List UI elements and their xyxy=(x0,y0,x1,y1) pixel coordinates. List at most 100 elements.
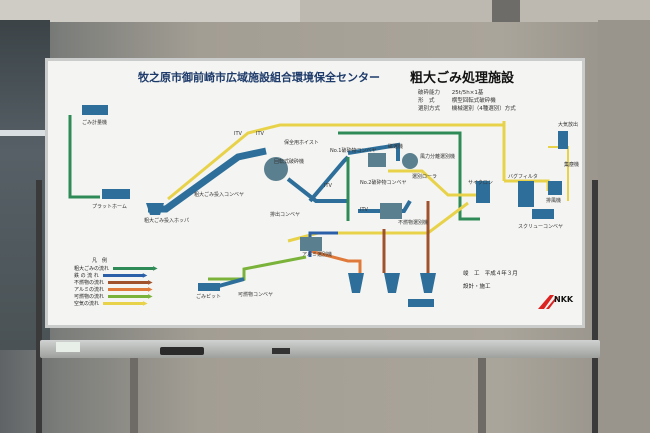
aluminum-bunker-icon xyxy=(348,273,364,293)
process-flow-diagram xyxy=(68,105,569,307)
conveyor-link xyxy=(358,199,412,213)
steel-bunker-icon xyxy=(420,273,436,293)
aluminum-flow-line xyxy=(309,249,362,273)
arrow-icon: ▶ xyxy=(147,285,153,293)
truck-icon xyxy=(102,189,130,199)
ceiling-panel xyxy=(0,0,300,22)
magnet-icon xyxy=(368,153,386,167)
easel-leg-left xyxy=(36,180,42,433)
label-magnet: 磁選機 xyxy=(388,144,404,150)
label-itv: ITV xyxy=(234,131,242,137)
label-discharge-conveyor: 排出コンベヤ xyxy=(270,212,301,218)
easel-leg-right xyxy=(592,180,598,433)
label-dust-hopper: 集塵機 xyxy=(564,162,580,168)
legend-item: 可燃物の流れ ▶ xyxy=(74,292,153,300)
label-itv: ITV xyxy=(256,131,264,137)
label-aluminum-sorter: アルミ選別機 xyxy=(302,252,332,258)
spec-row: 形 式 横型回転式破砕機 xyxy=(418,98,496,104)
label-bag-filter: バグフィルタ xyxy=(508,174,538,180)
legend-swatch xyxy=(107,288,148,291)
spec-row: 選別方式 機械選別（4種選別）方式 xyxy=(418,106,516,112)
tray-sticker xyxy=(56,342,80,352)
label-cyclone: サイクロン xyxy=(468,180,493,186)
air-flow-branch xyxy=(502,121,550,191)
label-wind-sorter: 風力分離選別機 xyxy=(420,154,456,160)
wall-column xyxy=(598,20,650,433)
aluminum-sorter-icon xyxy=(300,237,322,251)
air-flow-line xyxy=(167,123,506,201)
completion-row: 竣 工 平成４年３月 xyxy=(463,271,518,277)
legend-item: 鉄 の 流 れ ▶ xyxy=(74,271,148,279)
nonburn-bunker-icon xyxy=(384,273,400,293)
marker-tray xyxy=(40,340,600,358)
process-diagram-board: 牧之原市御前崎市広域施設組合環境保全センター 粗大ごみ処理施設 破砕能力 25t… xyxy=(45,58,585,328)
discharge-conveyor xyxy=(286,177,348,203)
ceiling-vent xyxy=(492,0,520,22)
label-roller: 選別ローラ xyxy=(412,174,438,180)
magnet xyxy=(272,348,290,354)
label-input-conveyor: 粗大ごみ投入コンベヤ xyxy=(194,192,245,198)
cyclone-icon xyxy=(476,181,490,203)
main-flow-line xyxy=(68,115,100,199)
bunker-truck-icon xyxy=(408,299,434,307)
truck-scale-icon xyxy=(82,105,108,115)
facility-title: 牧之原市御前崎市広域施設組合環境保全センター xyxy=(138,71,380,84)
air-flow-to-cyclone xyxy=(388,169,488,197)
board-footer: 竣 工 平成４年３月 設計・施工 xyxy=(463,269,518,295)
facility-subtitle: 粗大ごみ処理施設 xyxy=(410,71,515,86)
burnable-flow-line xyxy=(208,255,307,281)
company-name: NKK xyxy=(554,295,574,304)
label-itv: ITV xyxy=(360,207,368,213)
legend-swatch xyxy=(108,281,149,284)
spec-row: 破砕能力 25t/5h×1基 xyxy=(418,90,484,96)
label-crusher-hoist: 保全用ホイスト xyxy=(284,140,319,146)
builder-row: 設計・施工 xyxy=(463,284,491,290)
legend-swatch xyxy=(102,274,143,277)
rotary-crusher-icon xyxy=(264,157,288,181)
easel-support xyxy=(130,355,138,433)
label-post-crush-conveyor-1: No.1破砕物コンベヤ xyxy=(330,148,377,154)
label-nonburn-sorter: 不燃物選別機 xyxy=(398,220,429,226)
arrow-icon: ▶ xyxy=(153,264,158,272)
wind-sorter-icon xyxy=(402,153,418,169)
arrow-icon: ▶ xyxy=(148,292,153,300)
label-platform: プラットホーム xyxy=(92,204,127,210)
label-dust-pit: ごみピット xyxy=(196,294,222,300)
legend-title: 凡 例 xyxy=(92,258,108,264)
screw-conveyor-icon xyxy=(532,209,554,219)
arrow-icon: ▶ xyxy=(148,278,153,286)
nonburn-flow-line xyxy=(382,201,430,273)
legend-swatch xyxy=(113,267,154,270)
label-post-crush-conveyor-2: No.2破砕物コンベヤ xyxy=(360,180,407,186)
input-conveyor xyxy=(148,147,267,213)
legend-item: 不燃物の流れ ▶ xyxy=(74,278,153,286)
label-blower: 排風機 xyxy=(546,198,562,204)
arrow-icon: ▶ xyxy=(142,271,148,279)
legend-item: 粗大ごみの流れ ▶ xyxy=(74,264,158,272)
label-truck-scale: ごみ計量機 xyxy=(82,120,108,126)
label-screw-conveyor: スクリューコンベヤ xyxy=(518,224,564,230)
arrow-icon: ▶ xyxy=(143,299,148,307)
nkk-logo-icon xyxy=(538,295,558,309)
label-rotary-crusher: 回転式破砕機 xyxy=(274,159,305,165)
legend-item: アルミの流れ ▶ xyxy=(74,285,153,293)
bag-filter-icon xyxy=(518,181,534,207)
label-itv: ITV xyxy=(324,183,332,189)
air-flow-return xyxy=(287,201,469,243)
post-crush-conveyor-2 xyxy=(347,142,400,161)
label-hopper: 粗大ごみ投入ホッパ xyxy=(144,218,190,224)
legend-item: 空気の流れ ▶ xyxy=(74,299,148,307)
flow-legend: 凡 例 粗大ごみの流れ ▶ 鉄 の 流 れ ▶ 不燃物の流れ ▶ アルミの流れ … xyxy=(74,257,158,307)
easel-support xyxy=(478,355,486,433)
label-stack-top: 大気放出 xyxy=(558,122,579,128)
post-crush-conveyor-1 xyxy=(308,155,350,203)
legend-swatch xyxy=(103,302,144,305)
eraser xyxy=(160,347,204,355)
main-flow-upper xyxy=(338,131,480,221)
nonburn-sorter-icon xyxy=(380,203,402,219)
dust-pit-icon xyxy=(198,283,220,291)
window xyxy=(0,20,50,350)
exhaust-stack-icon xyxy=(558,131,568,149)
spec-block: 破砕能力 25t/5h×1基 形 式 横型回転式破砕機 選別方式 機械選別（4種… xyxy=(418,89,516,113)
label-burnable-conveyor: 可燃物コンベヤ xyxy=(238,292,274,298)
